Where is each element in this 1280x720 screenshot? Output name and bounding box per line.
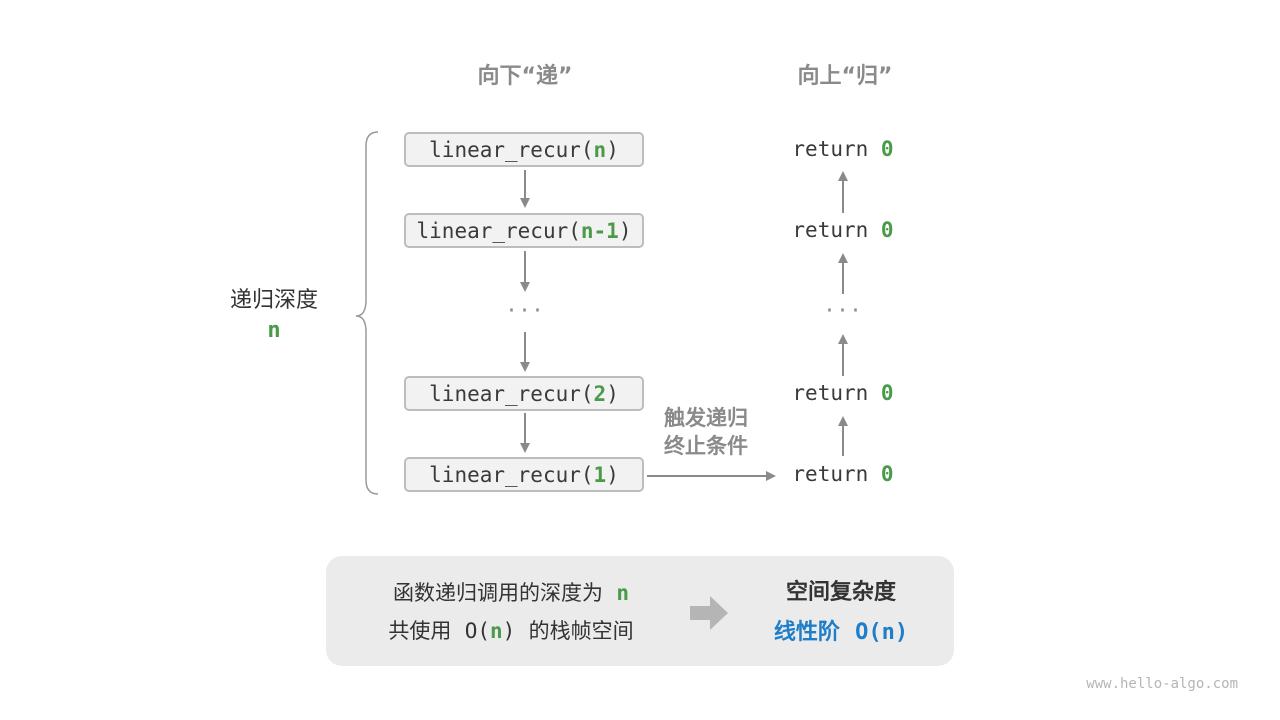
summary-line-2: 共使用 O(n) 的栈帧空间 bbox=[326, 612, 696, 650]
return-row-3: return 0 bbox=[778, 376, 908, 410]
summary-depth-text: 函数递归调用的深度为 bbox=[392, 581, 603, 605]
return-value: 0 bbox=[880, 218, 894, 242]
call-prefix: linear_recur( bbox=[429, 381, 594, 406]
summary-depth-n: n bbox=[616, 581, 629, 605]
call-box-1: linear_recur(1) bbox=[404, 457, 644, 492]
return-ellipsis: ··· bbox=[823, 298, 863, 322]
return-keyword: return bbox=[792, 381, 869, 405]
summary-panel: 函数递归调用的深度为 n 共使用 O(n) 的栈帧空间 空间复杂度 线性阶 O(… bbox=[326, 556, 954, 666]
return-value: 0 bbox=[880, 381, 894, 405]
call-arg: 1 bbox=[593, 462, 607, 487]
call-box-2: linear_recur(2) bbox=[404, 376, 644, 411]
trigger-line-2: 终止条件 bbox=[664, 434, 748, 458]
summary-line-1: 函数递归调用的深度为 n bbox=[326, 574, 696, 612]
call-prefix: linear_recur( bbox=[429, 137, 594, 162]
complexity-label: 线性阶 bbox=[773, 620, 840, 645]
summary-stack-frames-text: 的栈帧空间 bbox=[528, 619, 634, 643]
call-box-n-minus-1: linear_recur(n-1) bbox=[404, 213, 644, 248]
return-row-4: return 0 bbox=[778, 457, 908, 491]
call-ellipsis: ··· bbox=[505, 298, 545, 322]
space-complexity-title: 空间复杂度 bbox=[785, 580, 896, 605]
depth-brace bbox=[355, 131, 379, 495]
call-suffix: ) bbox=[606, 381, 619, 406]
call-suffix: ) bbox=[618, 218, 632, 243]
call-suffix: ) bbox=[606, 462, 619, 487]
heading-return-up: 向上“归” bbox=[797, 64, 893, 89]
trigger-line-1: 触发递归 bbox=[664, 406, 748, 430]
return-keyword: return bbox=[792, 218, 869, 242]
call-arg: n bbox=[593, 137, 607, 162]
summary-uses-text: 共使用 bbox=[388, 619, 452, 643]
heading-recurse-down: 向下“递” bbox=[477, 64, 573, 89]
recursion-depth-n: n bbox=[267, 318, 281, 343]
return-row-1: return 0 bbox=[778, 132, 908, 166]
summary-big-o-close: ) bbox=[502, 619, 516, 643]
call-suffix: ) bbox=[606, 137, 619, 162]
complexity-big-o: O(n) bbox=[855, 620, 909, 645]
recursion-depth-label: 递归深度 bbox=[229, 288, 318, 313]
return-value: 0 bbox=[880, 137, 894, 161]
call-arg: n-1 bbox=[580, 218, 619, 243]
site-watermark: www.hello-algo.com bbox=[1086, 676, 1238, 692]
call-prefix: linear_recur( bbox=[416, 218, 581, 243]
summary-big-o-open: O( bbox=[464, 619, 490, 643]
return-keyword: return bbox=[792, 137, 869, 161]
space-complexity-value: 线性阶 O(n) bbox=[746, 614, 936, 646]
call-box-n: linear_recur(n) bbox=[404, 132, 644, 167]
summary-description: 函数递归调用的深度为 n 共使用 O(n) 的栈帧空间 bbox=[326, 574, 696, 650]
right-arrow-icon bbox=[690, 596, 728, 630]
summary-big-o-n: n bbox=[489, 619, 503, 643]
call-arg: 2 bbox=[593, 381, 607, 406]
base-case-trigger-label: 触发递归 终止条件 bbox=[664, 404, 748, 460]
return-value: 0 bbox=[880, 462, 894, 486]
return-row-2: return 0 bbox=[778, 213, 908, 247]
call-prefix: linear_recur( bbox=[429, 462, 594, 487]
return-keyword: return bbox=[792, 462, 869, 486]
